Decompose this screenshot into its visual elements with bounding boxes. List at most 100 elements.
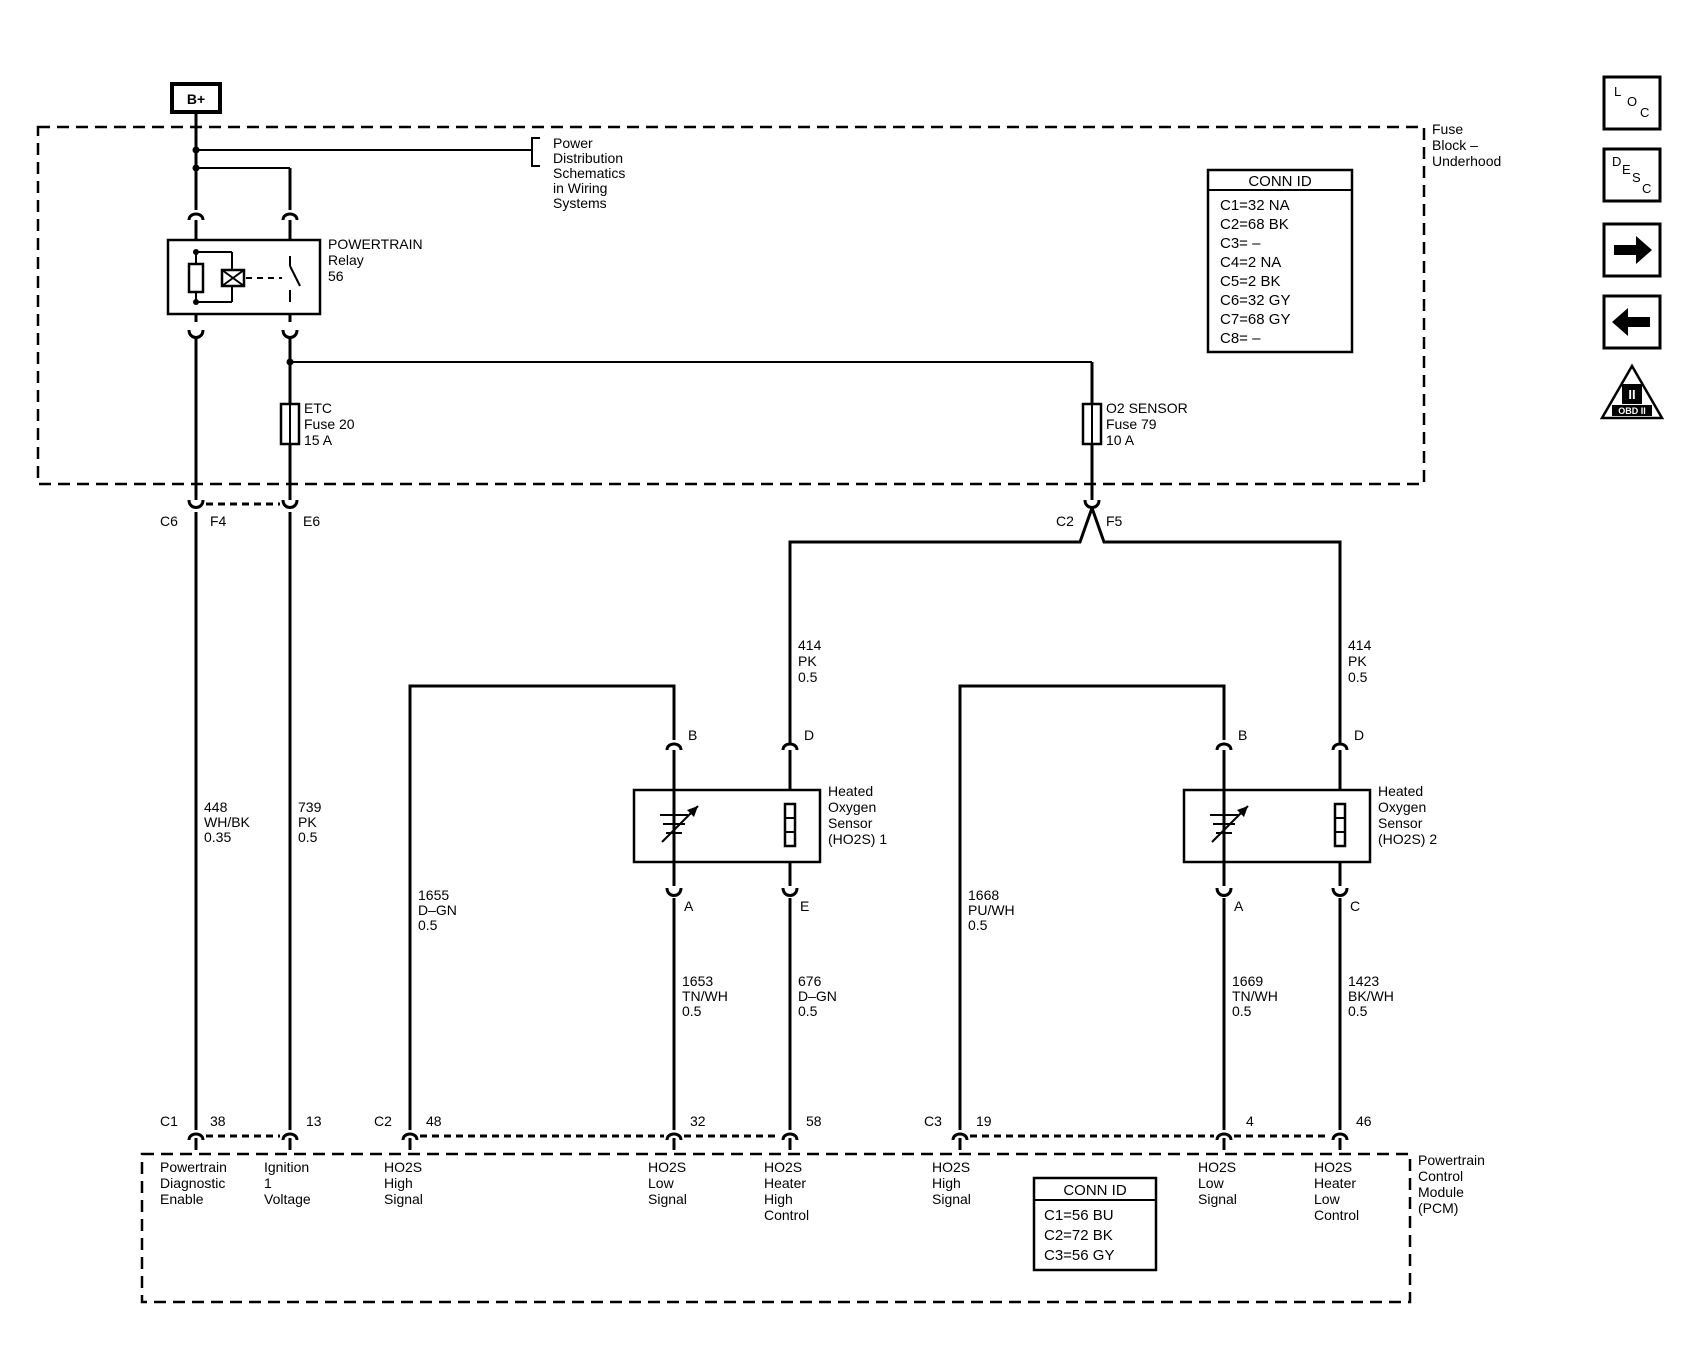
svg-text:D: D bbox=[804, 727, 814, 743]
svg-text:POWERTRAIN: POWERTRAIN bbox=[328, 236, 423, 252]
svg-text:1655: 1655 bbox=[418, 887, 449, 903]
svg-text:0.5: 0.5 bbox=[418, 917, 438, 933]
svg-text:Systems: Systems bbox=[553, 195, 607, 211]
svg-text:Control: Control bbox=[1314, 1207, 1359, 1223]
description-button[interactable]: D E S C bbox=[1602, 147, 1662, 203]
svg-text:High: High bbox=[384, 1175, 413, 1191]
svg-text:48: 48 bbox=[426, 1113, 442, 1129]
svg-text:Powertrain: Powertrain bbox=[160, 1159, 227, 1175]
wire-1655: 1655 D–GN 0.5 bbox=[418, 887, 457, 933]
pcm-circuit-ho2s1-heater-high: HO2S Heater High Control bbox=[764, 1159, 809, 1223]
svg-text:448: 448 bbox=[204, 799, 228, 815]
pcm-circuit-pde: Powertrain Diagnostic Enable bbox=[160, 1159, 227, 1207]
svg-text:739: 739 bbox=[298, 799, 322, 815]
svg-text:Power: Power bbox=[553, 135, 593, 151]
wire-1668: 1668 PU/WH 0.5 bbox=[968, 887, 1015, 933]
right-arrow-icon bbox=[1614, 236, 1652, 264]
svg-text:46: 46 bbox=[1356, 1113, 1372, 1129]
pcm-outline bbox=[140, 1152, 1412, 1304]
svg-text:A: A bbox=[1234, 898, 1244, 914]
svg-text:HO2S: HO2S bbox=[1198, 1159, 1236, 1175]
location-button[interactable]: L O C bbox=[1602, 75, 1662, 131]
svg-text:Oxygen: Oxygen bbox=[1378, 799, 1426, 815]
svg-text:Enable: Enable bbox=[160, 1191, 204, 1207]
svg-text:C7=68 GY: C7=68 GY bbox=[1220, 311, 1290, 328]
svg-text:Schematics: Schematics bbox=[553, 165, 625, 181]
svg-text:O: O bbox=[1627, 94, 1637, 109]
svg-text:in Wiring: in Wiring bbox=[553, 180, 607, 196]
etc-fuse-label: ETC Fuse 20 15 A bbox=[304, 400, 355, 448]
svg-text:Module: Module bbox=[1418, 1184, 1464, 1200]
pcm-connectors bbox=[187, 1132, 1349, 1150]
svg-text:0.5: 0.5 bbox=[798, 669, 818, 685]
svg-text:0.5: 0.5 bbox=[968, 917, 988, 933]
pcm-circuit-ho2s1-low-signal: HO2S Low Signal bbox=[648, 1159, 687, 1207]
wire-739: 739 PK 0.5 bbox=[298, 799, 322, 845]
svg-text:F5: F5 bbox=[1106, 513, 1123, 529]
svg-text:0.5: 0.5 bbox=[682, 1003, 702, 1019]
svg-text:13: 13 bbox=[306, 1113, 322, 1129]
svg-text:OBD II: OBD II bbox=[1618, 406, 1646, 416]
svg-text:1423: 1423 bbox=[1348, 973, 1379, 989]
svg-text:Fuse 79: Fuse 79 bbox=[1106, 416, 1157, 432]
pcm-label: Powertrain Control Module (PCM) bbox=[1418, 1152, 1485, 1216]
wire-414-sensor2: 414 PK 0.5 bbox=[1348, 637, 1372, 685]
svg-text:32: 32 bbox=[690, 1113, 706, 1129]
svg-text:C3: C3 bbox=[924, 1113, 942, 1129]
svg-text:Heater: Heater bbox=[764, 1175, 806, 1191]
previous-page-button[interactable] bbox=[1602, 294, 1662, 350]
pcm-circuit-ho2s2-heater-low: HO2S Heater Low Control bbox=[1314, 1159, 1359, 1223]
svg-text:HO2S: HO2S bbox=[932, 1159, 970, 1175]
svg-text:56: 56 bbox=[328, 268, 344, 284]
svg-text:CONN ID: CONN ID bbox=[1248, 173, 1312, 190]
svg-text:0.5: 0.5 bbox=[298, 829, 318, 845]
wire-1669: 1669 TN/WH 0.5 bbox=[1232, 973, 1278, 1019]
svg-text:Powertrain: Powertrain bbox=[1418, 1152, 1485, 1168]
svg-text:0.35: 0.35 bbox=[204, 829, 231, 845]
svg-text:PK: PK bbox=[798, 653, 817, 669]
svg-text:A: A bbox=[684, 898, 694, 914]
svg-text:Block –: Block – bbox=[1432, 137, 1478, 153]
svg-text:High: High bbox=[932, 1175, 961, 1191]
wire-1423: 1423 BK/WH 0.5 bbox=[1348, 973, 1394, 1019]
svg-text:L: L bbox=[1614, 84, 1621, 99]
svg-text:Control: Control bbox=[764, 1207, 809, 1223]
svg-text:B: B bbox=[688, 727, 697, 743]
svg-text:0.5: 0.5 bbox=[798, 1003, 818, 1019]
wire-1653: 1653 TN/WH 0.5 bbox=[682, 973, 728, 1019]
svg-text:D: D bbox=[1354, 727, 1364, 743]
svg-text:WH/BK: WH/BK bbox=[204, 814, 251, 830]
wire-676: 676 D–GN 0.5 bbox=[798, 973, 837, 1019]
svg-text:(PCM): (PCM) bbox=[1418, 1200, 1458, 1216]
svg-text:TN/WH: TN/WH bbox=[682, 988, 728, 1004]
svg-text:0.5: 0.5 bbox=[1348, 1003, 1368, 1019]
svg-text:C1=56 BU: C1=56 BU bbox=[1044, 1207, 1114, 1224]
svg-text:414: 414 bbox=[798, 637, 822, 653]
svg-text:Diagnostic: Diagnostic bbox=[160, 1175, 225, 1191]
svg-text:C4=2 NA: C4=2 NA bbox=[1220, 254, 1281, 271]
svg-text:D: D bbox=[1612, 154, 1621, 169]
svg-text:C2=72 BK: C2=72 BK bbox=[1044, 1227, 1113, 1244]
svg-text:38: 38 bbox=[210, 1113, 226, 1129]
svg-text:TN/WH: TN/WH bbox=[1232, 988, 1278, 1004]
svg-text:Heater: Heater bbox=[1314, 1175, 1356, 1191]
svg-text:0.5: 0.5 bbox=[1232, 1003, 1252, 1019]
svg-text:C3=56 GY: C3=56 GY bbox=[1044, 1247, 1114, 1264]
power-distribution-reference: Power Distribution Schematics in Wiring … bbox=[553, 135, 625, 211]
pcm-circuit-ignition: Ignition 1 Voltage bbox=[264, 1159, 311, 1207]
svg-text:1: 1 bbox=[264, 1175, 272, 1191]
next-page-button[interactable] bbox=[1602, 222, 1662, 278]
svg-text:Fuse 20: Fuse 20 bbox=[304, 416, 355, 432]
svg-text:(HO2S) 1: (HO2S) 1 bbox=[828, 831, 887, 847]
pcm-pin-labels: C1 38 13 C2 48 32 58 C3 19 4 46 bbox=[160, 1113, 1372, 1129]
svg-text:C1=32 NA: C1=32 NA bbox=[1220, 197, 1290, 214]
pcm-circuit-ho2s2-high-signal: HO2S High Signal bbox=[932, 1159, 971, 1207]
fuse-block-outline bbox=[36, 125, 1426, 486]
sensor2-pin-labels: B D A C bbox=[1234, 727, 1364, 914]
svg-text:C: C bbox=[1642, 181, 1651, 196]
svg-text:Signal: Signal bbox=[932, 1191, 971, 1207]
obd-ii-button[interactable]: II OBD II bbox=[1599, 363, 1665, 420]
wire-414-sensor1: 414 PK 0.5 bbox=[798, 637, 822, 685]
relay-coil bbox=[187, 262, 205, 294]
